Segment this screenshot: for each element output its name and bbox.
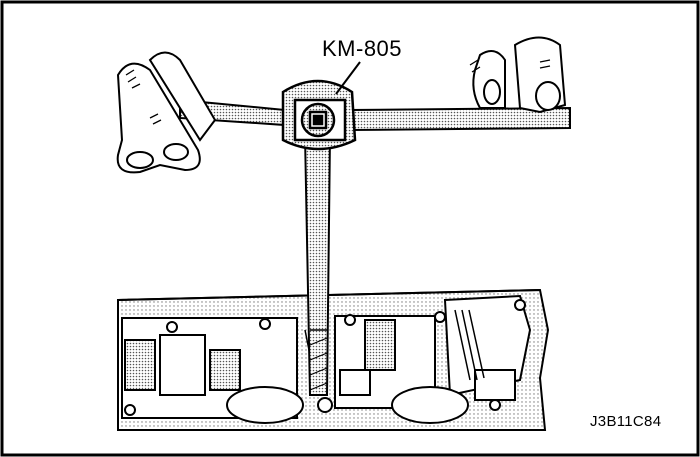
- handle-block: [281, 79, 357, 151]
- tap-shaft: [303, 134, 332, 396]
- tool-label: KM-805: [322, 36, 403, 61]
- label-leader-line: [335, 61, 361, 95]
- left-hand: [116, 51, 217, 174]
- figure-code: J3B11C84: [590, 413, 662, 430]
- cylinder-head: [117, 288, 550, 431]
- t-handle-bar: [179, 98, 571, 132]
- right-hand: [469, 36, 567, 114]
